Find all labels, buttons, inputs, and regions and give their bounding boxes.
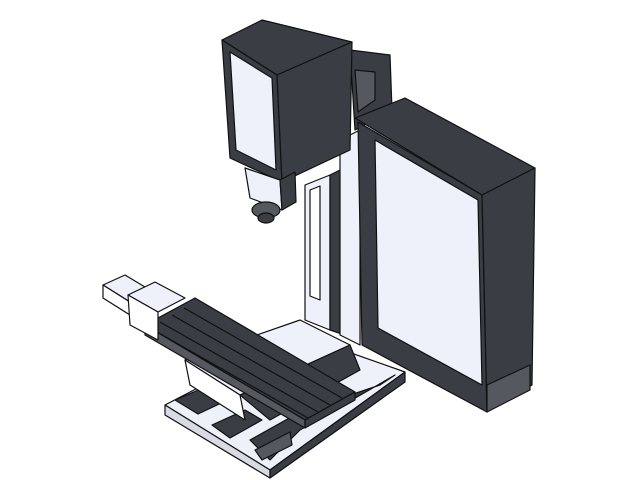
control-cabinet (354, 97, 536, 413)
work-table (144, 297, 356, 429)
spindle-head (221, 19, 353, 224)
x-axis-motor (102, 274, 186, 341)
column (304, 49, 393, 346)
